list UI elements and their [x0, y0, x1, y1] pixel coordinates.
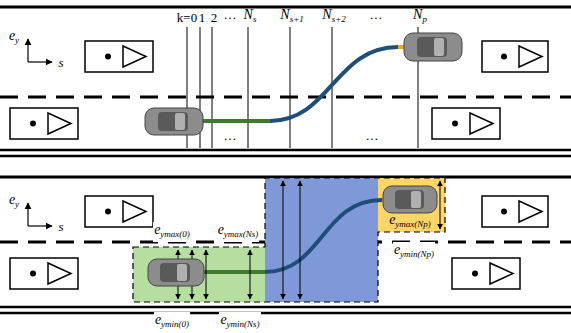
step-index: k=0	[176, 10, 198, 25]
axes-bottom	[28, 203, 52, 226]
step-index: Ns+1	[279, 7, 304, 27]
ellipsis: ···	[223, 10, 238, 25]
bound-arrows	[178, 181, 440, 299]
axis-label: s	[57, 55, 64, 70]
axis-label: s	[57, 219, 64, 234]
step-index: Np	[412, 7, 428, 27]
bound-label: eymin(Ns)	[219, 312, 260, 332]
ego-car-bottom	[148, 259, 204, 286]
axis-label: ey	[8, 192, 20, 212]
target-car-top	[404, 33, 462, 61]
step-lines	[187, 27, 418, 148]
axes-top	[28, 39, 52, 62]
obstacle-vehicles-bottom	[10, 196, 548, 289]
bound-label: eymin(Np)	[393, 242, 435, 262]
ego-car-top	[145, 108, 203, 135]
ellipsis: ···	[223, 131, 238, 146]
step-index: Ns+2	[321, 7, 346, 27]
target-car-bottom	[383, 186, 437, 213]
step-index: Ns	[243, 7, 258, 27]
ellipsis: ···	[365, 131, 380, 146]
road-bottom	[0, 177, 571, 313]
bound-label: eymax(Np)	[388, 212, 432, 232]
obstacle-vehicles-top	[10, 41, 548, 139]
bound-label: eymax(0)	[153, 222, 191, 242]
bound-label: eymin(0)	[154, 312, 190, 332]
bound-label: eymax(Ns)	[217, 222, 260, 242]
step-index: 1	[198, 10, 207, 25]
road-top	[0, 7, 571, 156]
axis-label: ey	[8, 28, 20, 48]
constraint-regions	[133, 178, 445, 302]
step-index: 2	[210, 10, 219, 25]
planned-path-top	[198, 47, 420, 121]
ellipsis: ···	[369, 10, 384, 25]
